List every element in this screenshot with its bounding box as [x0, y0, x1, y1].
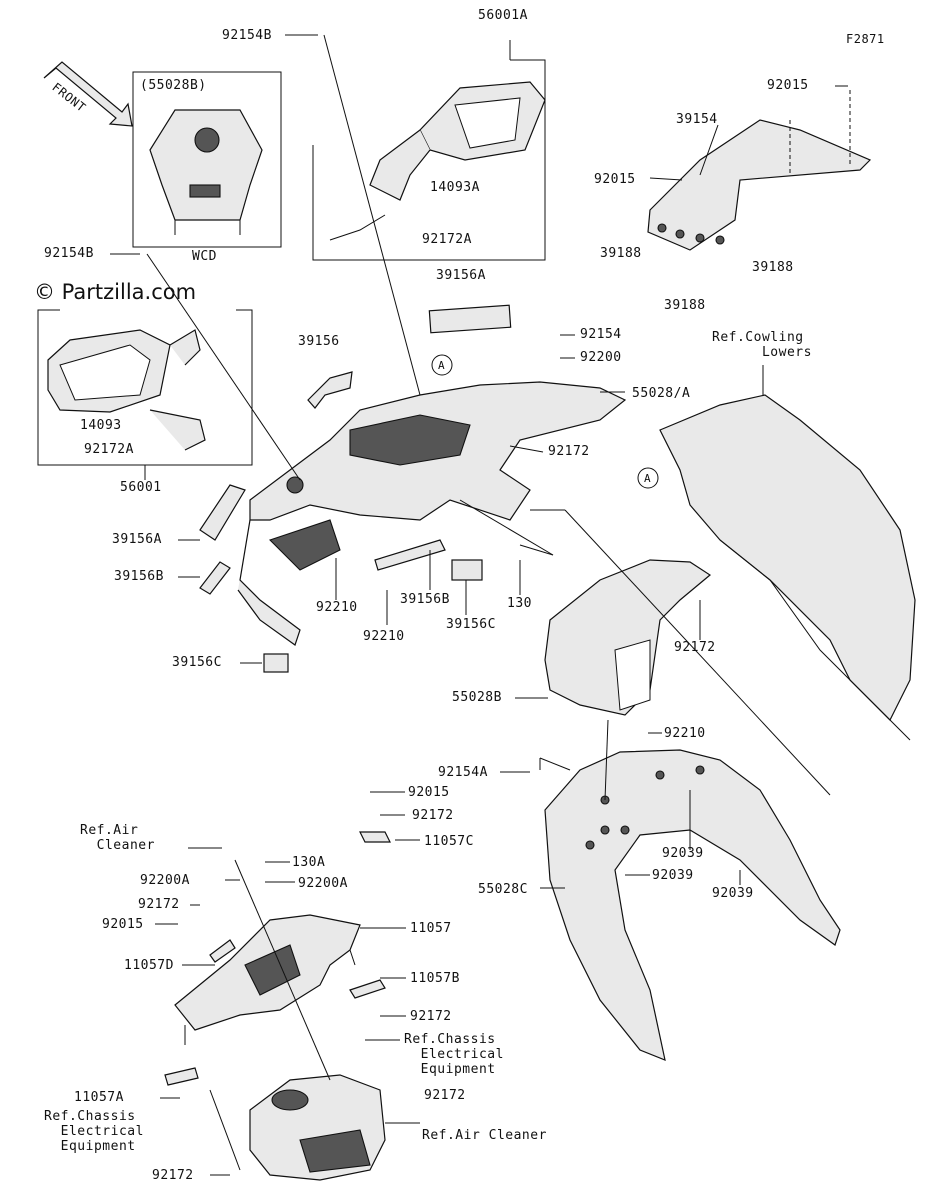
- label-92015-mid: 92015: [594, 172, 636, 187]
- label-39156c-left: 39156C: [172, 655, 222, 670]
- label-11057: 11057: [410, 921, 452, 936]
- label-92200: 92200: [580, 350, 622, 365]
- label-92200a-left: 92200A: [140, 873, 190, 888]
- label-92210-a: 92210: [316, 600, 358, 615]
- callout-a-top-label: A: [438, 359, 446, 372]
- label-130a: 130A: [292, 855, 326, 870]
- label-39156c-center: 39156C: [446, 617, 496, 632]
- callout-a-top: [431, 354, 453, 376]
- label-39156a-top: 39156A: [436, 268, 486, 283]
- label-55028b: 55028B: [452, 690, 502, 705]
- label-92172-center: 92172: [548, 444, 590, 459]
- label-39188-left: 39188: [600, 246, 642, 261]
- bracket-11057a: [164, 1067, 199, 1086]
- label-55028c: 55028C: [478, 882, 528, 897]
- bracket-11057c: [359, 831, 391, 843]
- pad-39156b-center: [374, 539, 446, 571]
- label-39156b-left: 39156B: [114, 569, 164, 584]
- label-ref-chassis-1: Ref.Chassis Electrical Equipment: [404, 1032, 504, 1077]
- label-92172a-top: 92172A: [422, 232, 472, 247]
- label-39156: 39156: [298, 334, 340, 349]
- label-92039-a: 92039: [662, 846, 704, 861]
- label-14093a: 14093A: [430, 180, 480, 195]
- inner-cowl-55028b-drawing: [544, 559, 712, 716]
- label-ref-air-cleaner-1: Ref.Air Cleaner: [80, 823, 155, 853]
- pad-39156c-left: [263, 653, 289, 673]
- label-92015-low: 92015: [408, 785, 450, 800]
- callout-a-right: [637, 467, 659, 489]
- pad-39156a-left: [199, 484, 246, 541]
- label-14093: 14093: [80, 418, 122, 433]
- label-92154b-left: 92154B: [44, 246, 94, 261]
- figure-id: F2871: [846, 32, 885, 46]
- label-92172-b3: 92172: [152, 1168, 194, 1183]
- label-39154: 39154: [676, 112, 718, 127]
- air-cleaner-drawing: [249, 1074, 386, 1181]
- label-11057c: 11057C: [424, 834, 474, 849]
- label-11057a: 11057A: [74, 1090, 124, 1105]
- pad-39156b-left: [199, 561, 231, 595]
- label-92172-b1: 92172: [410, 1009, 452, 1024]
- label-92039-c: 92039: [712, 886, 754, 901]
- inner-panel-55028c-drawing: [544, 749, 841, 1061]
- label-ref-air-cleaner-2: Ref.Air Cleaner: [422, 1128, 547, 1143]
- leader-lines: [110, 34, 848, 1176]
- inset-part-label: (55028B): [140, 78, 207, 93]
- windshield-39154-drawing: [647, 90, 872, 251]
- label-92015-left2: 92015: [102, 917, 144, 932]
- label-130: 130: [507, 596, 532, 611]
- label-ref-chassis-2: Ref.Chassis Electrical Equipment: [44, 1109, 144, 1154]
- label-92154a: 92154A: [438, 765, 488, 780]
- inset-box: [132, 71, 282, 248]
- label-92154: 92154: [580, 327, 622, 342]
- label-92200a-right: 92200A: [298, 876, 348, 891]
- label-56001a: 56001A: [478, 8, 528, 23]
- bracket-11057d: [209, 939, 236, 963]
- pad-39156a-top: [428, 304, 512, 334]
- mirror-56001-drawing: [47, 329, 206, 451]
- label-56001: 56001: [120, 480, 162, 495]
- label-11057d: 11057D: [124, 958, 174, 973]
- label-39188-right: 39188: [752, 260, 794, 275]
- cowling-lowers-drawing: [659, 394, 916, 741]
- label-92172-left2: 92172: [138, 897, 180, 912]
- inset-caption: WCD: [192, 249, 217, 264]
- label-39188-bottom: 39188: [664, 298, 706, 313]
- label-39156a-left: 39156A: [112, 532, 162, 547]
- label-92172a-left: 92172A: [84, 442, 134, 457]
- pad-39156c-center: [451, 559, 483, 581]
- front-arrow-icon: [43, 61, 133, 127]
- label-92172-b2: 92172: [424, 1088, 466, 1103]
- callout-a-right-label: A: [644, 472, 652, 485]
- bracket-11057b: [349, 979, 386, 999]
- mirror-box-right: [312, 59, 546, 261]
- upper-cowl-55028a-drawing: [237, 381, 627, 646]
- label-92210-c: 92210: [664, 726, 706, 741]
- label-11057b: 11057B: [410, 971, 460, 986]
- label-92039-b: 92039: [652, 868, 694, 883]
- pad-39156: [307, 371, 353, 409]
- label-92154b-top: 92154B: [222, 28, 272, 43]
- label-92172-right: 92172: [674, 640, 716, 655]
- label-39156b-center: 39156B: [400, 592, 450, 607]
- label-92015-top: 92015: [767, 78, 809, 93]
- label-55028a: 55028/A: [632, 386, 691, 401]
- label-92172-low: 92172: [412, 808, 454, 823]
- partzilla-watermark: © Partzilla.com: [34, 280, 197, 304]
- mirror-56001a-drawing: [329, 81, 546, 241]
- label-ref-cowling-lowers: Ref.Cowling Lowers: [712, 330, 812, 360]
- inset-part-drawing: [149, 109, 263, 235]
- label-92210-b: 92210: [363, 629, 405, 644]
